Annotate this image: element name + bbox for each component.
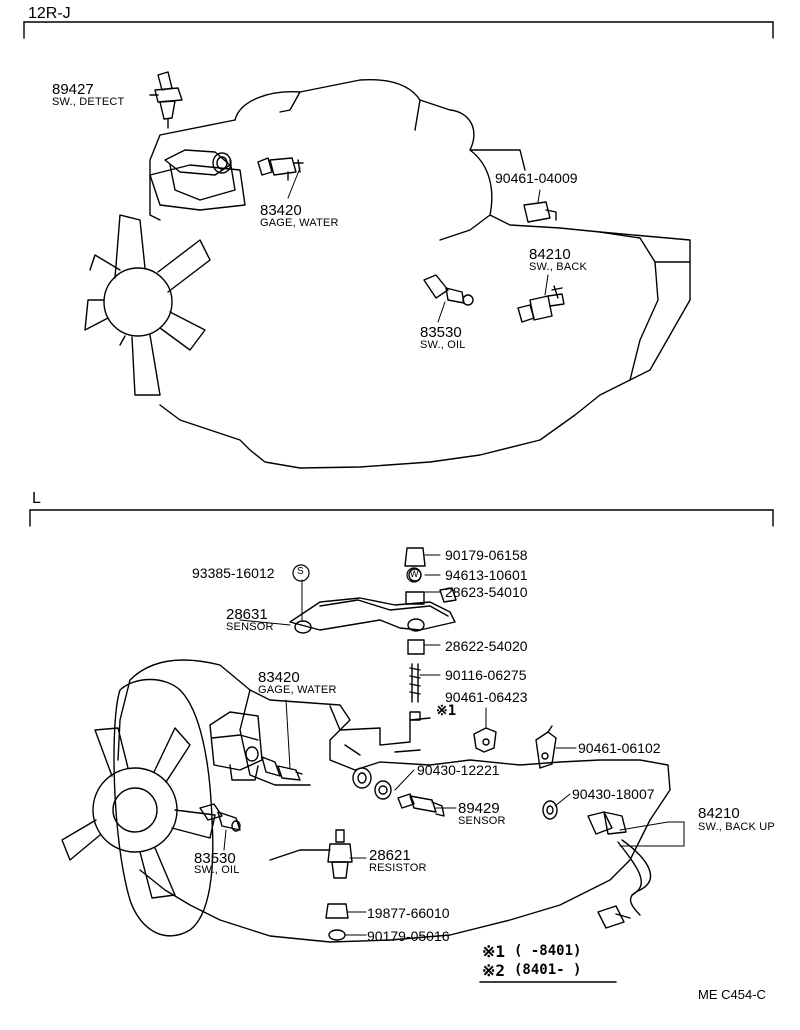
part-number-90430-18007[interactable]: 90430-18007 xyxy=(572,786,655,802)
section-frame-12rj xyxy=(23,21,774,39)
leader-lines-l xyxy=(223,554,685,936)
circle-w-marker xyxy=(406,567,422,583)
water-gage-part-l xyxy=(261,756,303,781)
part-number-90461-06102[interactable]: 90461-06102 xyxy=(578,740,661,756)
water-gage-part-top xyxy=(257,157,304,181)
section-title-12rj: 12R-J xyxy=(28,5,71,22)
part-number-28622-54020[interactable]: 28622-54020 xyxy=(445,638,528,654)
part-number-83530-l[interactable]: 83530 xyxy=(194,850,236,867)
clip-part-06102 xyxy=(535,725,557,769)
mark1-callout: ※1 xyxy=(436,703,457,719)
part-number-84210-top[interactable]: 84210 xyxy=(529,246,571,263)
footnote-1-mark: ※1 xyxy=(482,942,506,961)
sensor-89429-part xyxy=(397,793,445,817)
cooling-fan-l xyxy=(61,678,216,937)
part-name-28621: RESISTOR xyxy=(369,862,427,874)
part-number-89427[interactable]: 89427 xyxy=(52,81,94,98)
resistor-part xyxy=(325,829,353,941)
backup-switch-part xyxy=(587,811,652,929)
cooling-fan-12rj xyxy=(84,214,211,396)
clamp-part-top xyxy=(523,201,557,223)
part-number-90461-04009[interactable]: 90461-04009 xyxy=(495,170,578,186)
engine-12rj-outline xyxy=(149,78,691,469)
stud-hardware-stack xyxy=(404,547,426,721)
back-switch-part xyxy=(517,285,565,323)
figure-code: ME C454-C xyxy=(698,987,766,1002)
part-number-89429[interactable]: 89429 xyxy=(458,800,500,817)
part-number-28621[interactable]: 28621 xyxy=(369,847,411,864)
detect-switch-part xyxy=(149,71,183,129)
part-name-83420-l: GAGE, WATER xyxy=(258,684,337,696)
part-number-90116-06275[interactable]: 90116-06275 xyxy=(445,667,527,683)
clip-part-06423 xyxy=(473,727,497,753)
part-name-89429: SENSOR xyxy=(458,815,506,827)
part-name-28631: SENSOR xyxy=(226,621,274,633)
part-number-90179-06158[interactable]: 90179-06158 xyxy=(445,547,528,563)
part-number-19877-66010[interactable]: 19877-66010 xyxy=(367,905,450,921)
water-outlet-l xyxy=(209,711,263,781)
part-name-83420-top: GAGE, WATER xyxy=(260,217,339,229)
leader-lines-top xyxy=(287,167,549,323)
part-number-94613-10601[interactable]: 94613-10601 xyxy=(445,567,528,583)
section-title-l: L xyxy=(32,490,41,507)
oil-switch-part-l xyxy=(199,803,241,832)
part-number-28631[interactable]: 28631 xyxy=(226,606,268,623)
sensor-bracket-part xyxy=(289,587,457,634)
part-number-83530-top[interactable]: 83530 xyxy=(420,324,462,341)
footnote-2-mark: ※2 xyxy=(482,961,506,980)
part-number-83420-top[interactable]: 83420 xyxy=(260,202,302,219)
part-name-89427: SW., DETECT xyxy=(52,96,125,108)
water-outlet-12rj xyxy=(149,149,246,211)
part-number-83420-l[interactable]: 83420 xyxy=(258,669,300,686)
oil-switch-part-top xyxy=(423,274,474,306)
part-number-93385-16012[interactable]: 93385-16012 xyxy=(192,565,275,581)
part-name-84210-top: SW., BACK xyxy=(529,261,588,273)
gasket-parts xyxy=(352,767,558,820)
part-number-84210-l[interactable]: 84210 xyxy=(698,805,740,822)
section-frame-l xyxy=(29,509,774,527)
part-number-28623-54010[interactable]: 28623-54010 xyxy=(445,584,528,600)
footnote-2-range: (8401- ) xyxy=(514,962,582,978)
part-name-84210-l: SW., BACK UP xyxy=(698,821,775,833)
part-number-90430-12221[interactable]: 90430-12221 xyxy=(417,762,500,778)
circle-s-marker xyxy=(292,564,310,582)
part-name-83530-l: SW., OIL xyxy=(194,864,240,876)
circle-s-marker-label: S xyxy=(297,566,304,577)
part-number-90179-05016[interactable]: 90179-05016 xyxy=(367,928,450,944)
part-number-90461-06423[interactable]: 90461-06423 xyxy=(445,689,528,705)
engine-l-outline xyxy=(117,659,671,943)
footnote-1-range: ( -8401) xyxy=(514,943,582,959)
part-name-83530-top: SW., OIL xyxy=(420,339,466,351)
circle-w-marker-label: W xyxy=(410,569,419,579)
